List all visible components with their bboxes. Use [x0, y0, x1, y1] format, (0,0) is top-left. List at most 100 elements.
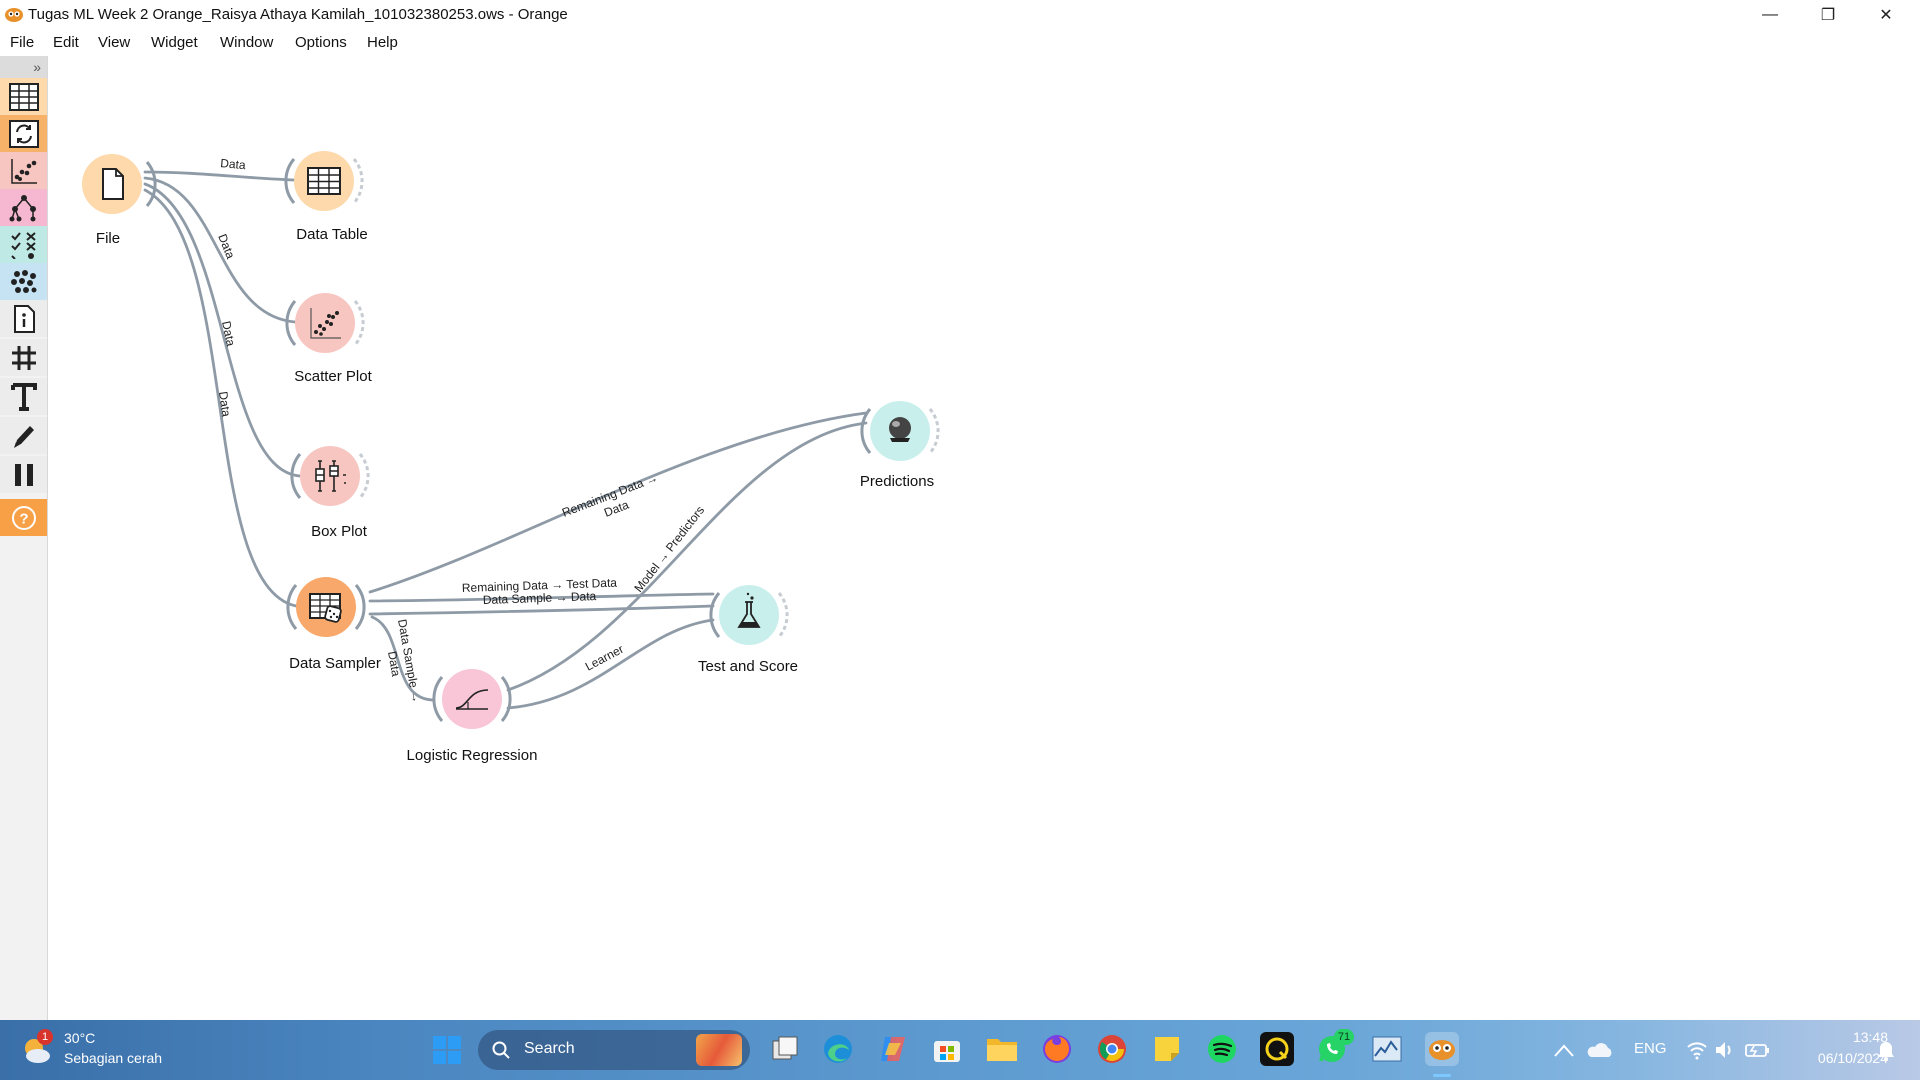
crystal-ball-icon — [889, 417, 911, 442]
weather-desc[interactable]: Sebagian cerah — [64, 1050, 163, 1066]
node-data-table[interactable] — [284, 144, 364, 218]
pause-icon — [14, 463, 33, 486]
link-label: Data — [219, 320, 238, 348]
node-predictions[interactable] — [860, 394, 944, 468]
text-icon — [10, 382, 37, 411]
table-icon — [307, 167, 341, 195]
category-evaluate-button[interactable] — [0, 226, 47, 263]
menu-widget[interactable]: Widget — [151, 34, 198, 51]
battery-icon[interactable] — [1744, 1040, 1770, 1060]
boxplot-icon — [315, 460, 346, 492]
node-box-plot[interactable] — [290, 439, 370, 513]
whatsapp-badge: 71 — [1334, 1029, 1354, 1045]
minimize-button[interactable]: — — [1762, 5, 1778, 23]
evaluate-icon — [10, 231, 36, 259]
task-view-icon[interactable] — [768, 1032, 802, 1066]
volume-icon[interactable] — [1714, 1040, 1736, 1060]
activity-icon[interactable] — [1370, 1032, 1404, 1066]
orange-app-icon — [5, 8, 23, 22]
link-file-datasampler[interactable] — [143, 188, 298, 608]
info-icon — [13, 304, 35, 333]
flask-icon — [737, 592, 761, 628]
text-annotation-button[interactable] — [0, 378, 47, 415]
link-sampler-testscore-2[interactable] — [368, 604, 715, 616]
help-button[interactable]: ? — [0, 499, 47, 536]
link-file-datatable[interactable] — [143, 170, 296, 182]
link-file-scatterplot[interactable] — [143, 176, 297, 324]
file-icon — [102, 168, 124, 200]
edge-icon[interactable] — [821, 1032, 855, 1066]
link-label: Model → Predictors — [631, 503, 707, 595]
pause-button[interactable] — [0, 456, 47, 493]
info-button[interactable] — [0, 300, 47, 337]
language-indicator[interactable]: ENG — [1634, 1040, 1667, 1057]
node-scatter-plot[interactable] — [285, 286, 365, 360]
store-icon[interactable] — [930, 1032, 964, 1066]
show-hidden-icons-icon[interactable] — [1552, 1040, 1576, 1060]
weather-temp[interactable]: 30°C — [64, 1030, 96, 1046]
arrow-annotation-button[interactable] — [0, 417, 47, 454]
title-bar: Tugas ML Week 2 Orange_Raisya Athaya Kam… — [0, 0, 1920, 29]
wifi-icon[interactable] — [1686, 1040, 1708, 1060]
category-model-button[interactable] — [0, 189, 47, 226]
maximize-button[interactable]: ❐ — [1820, 6, 1836, 24]
scatter-icon — [310, 308, 341, 339]
link-label: Learner — [583, 642, 626, 674]
link-logistic-predictions[interactable] — [506, 421, 868, 692]
menu-view[interactable]: View — [98, 34, 131, 51]
link-file-boxplot[interactable] — [143, 182, 302, 478]
windows-start-icon[interactable] — [432, 1035, 462, 1065]
firefox-icon[interactable] — [1040, 1032, 1074, 1066]
grid-button[interactable] — [0, 339, 47, 376]
category-transform-button[interactable] — [0, 115, 47, 152]
menu-bar: File Edit View Widget Window Options Hel… — [0, 29, 1920, 56]
qq-icon[interactable] — [1260, 1032, 1294, 1066]
clock-date[interactable]: 06/10/2024 — [1817, 1050, 1888, 1066]
node-file[interactable] — [72, 147, 172, 221]
link-label: Data — [385, 650, 403, 678]
search-placeholder: Search — [524, 1040, 575, 1057]
copilot-icon[interactable] — [876, 1032, 910, 1066]
file-explorer-icon[interactable] — [985, 1032, 1019, 1066]
sampler-icon — [309, 593, 342, 623]
node-test-and-score[interactable] — [709, 578, 793, 652]
link-label: Data Sample → Data — [483, 589, 597, 607]
link-label: Data — [216, 390, 233, 417]
link-sampler-logistic[interactable] — [370, 615, 436, 702]
menu-file[interactable]: File — [10, 34, 35, 51]
search-icon — [492, 1041, 510, 1059]
category-unsupervised-button[interactable] — [0, 263, 47, 300]
clock-time[interactable]: 13:48 — [1852, 1029, 1888, 1045]
close-button[interactable]: ✕ — [1879, 6, 1893, 24]
chrome-icon[interactable] — [1095, 1032, 1129, 1066]
menu-edit[interactable]: Edit — [53, 34, 79, 51]
link-logistic-testscore[interactable] — [506, 618, 715, 710]
onedrive-icon[interactable] — [1586, 1040, 1614, 1060]
taskbar: 1 30°C Sebagian cerah Search — [0, 1020, 1920, 1080]
node-label-logistic-regression: Logistic Regression — [406, 747, 538, 764]
node-label-data-sampler: Data Sampler — [289, 655, 381, 672]
taskbar-search-box[interactable]: Search — [478, 1030, 750, 1070]
sticky-notes-icon[interactable] — [1150, 1032, 1184, 1066]
link-sampler-testscore-1[interactable] — [368, 592, 715, 603]
visualize-icon — [10, 158, 37, 184]
orange-app-taskbar-icon[interactable] — [1425, 1032, 1459, 1066]
node-label-predictions: Predictions — [859, 473, 935, 490]
spotify-icon[interactable] — [1205, 1032, 1239, 1066]
node-data-sampler[interactable] — [286, 570, 370, 644]
link-sampler-predictions[interactable] — [368, 411, 868, 594]
toolbox-collapse-button[interactable]: » — [0, 56, 47, 78]
unsupervised-icon — [10, 269, 36, 293]
weather-icon[interactable] — [20, 1034, 54, 1066]
menu-options[interactable]: Options — [295, 34, 347, 51]
weather-badge: 1 — [37, 1029, 53, 1045]
menu-window[interactable]: Window — [220, 34, 274, 51]
node-label-box-plot: Box Plot — [311, 523, 367, 540]
node-logistic-regression[interactable] — [432, 662, 516, 736]
workflow-canvas[interactable]: Data Data Data Data Remaining Data → Dat… — [48, 56, 1920, 1020]
category-data-button[interactable] — [0, 78, 47, 115]
node-label-data-table: Data Table — [296, 226, 368, 243]
notification-bell-icon[interactable] — [1876, 1040, 1896, 1062]
category-visualize-button[interactable] — [0, 152, 47, 189]
menu-help[interactable]: Help — [367, 34, 398, 51]
